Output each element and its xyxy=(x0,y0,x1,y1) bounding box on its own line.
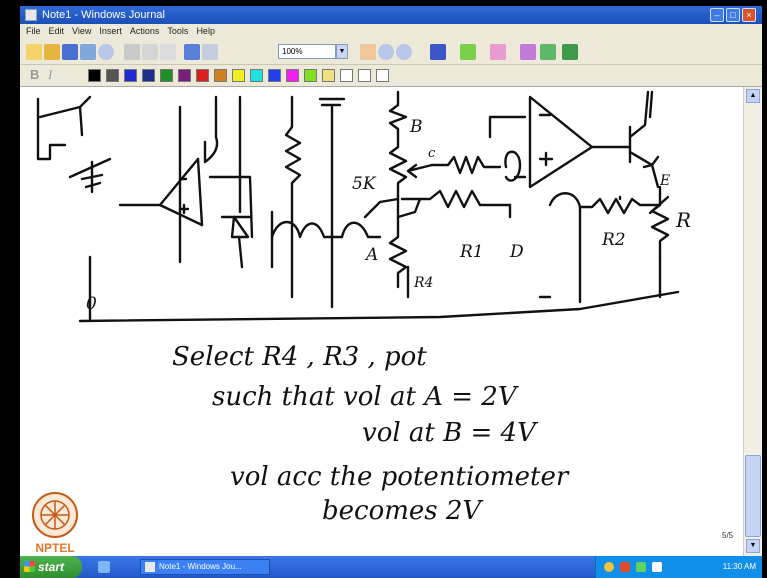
hand-pan-icon[interactable] xyxy=(360,44,376,60)
standard-toolbar: 100% ▼ xyxy=(20,39,762,65)
windows-logo-icon xyxy=(24,561,35,572)
color-swatch[interactable] xyxy=(358,69,371,82)
menu-bar: File Edit View Insert Actions Tools Help xyxy=(20,24,762,39)
color-swatch[interactable] xyxy=(286,69,299,82)
color-swatch[interactable] xyxy=(88,69,101,82)
save-icon[interactable] xyxy=(62,44,78,60)
label-r1: R1 xyxy=(459,242,484,262)
new-note-icon[interactable] xyxy=(26,44,42,60)
color-swatch[interactable] xyxy=(214,69,227,82)
vertical-scrollbar[interactable]: ▲ ▼ xyxy=(743,87,762,556)
redo-icon[interactable] xyxy=(202,44,218,60)
label-ground: 0 xyxy=(86,294,97,314)
zoom-out-icon[interactable] xyxy=(396,44,412,60)
note-line-3: vol at B = 4V xyxy=(362,418,538,448)
tray-icon[interactable] xyxy=(636,562,646,572)
color-swatch[interactable] xyxy=(232,69,245,82)
label-5k: 5K xyxy=(352,174,377,194)
copy-icon[interactable] xyxy=(142,44,158,60)
journal-task-icon xyxy=(145,562,155,572)
minimize-button[interactable]: – xyxy=(710,8,724,22)
maximize-button[interactable]: □ xyxy=(726,8,740,22)
open-folder-icon[interactable] xyxy=(44,44,60,60)
label-r4: R4 xyxy=(413,275,433,291)
menu-help[interactable]: Help xyxy=(196,26,215,36)
chevron-down-icon[interactable]: ▼ xyxy=(336,44,348,59)
label-r: R xyxy=(675,208,691,232)
insert-picture-icon[interactable] xyxy=(540,44,556,60)
menu-tools[interactable]: Tools xyxy=(167,26,189,36)
zoom-in-icon[interactable] xyxy=(378,44,394,60)
window-title-bar: Note1 - Windows Journal – □ × xyxy=(20,6,762,24)
highlighter-icon[interactable] xyxy=(460,44,476,60)
tray-icon[interactable] xyxy=(652,562,662,572)
note-line-2: such that vol at A = 2V xyxy=(212,382,519,412)
note-line-1: Select R4 , R3 , pot xyxy=(172,342,427,372)
start-label: start xyxy=(38,560,65,574)
paste-icon[interactable] xyxy=(160,44,176,60)
label-d: D xyxy=(509,242,524,262)
format-toolbar: B I xyxy=(20,65,762,87)
color-swatch[interactable] xyxy=(340,69,353,82)
pen-icon[interactable] xyxy=(430,44,446,60)
eraser-icon[interactable] xyxy=(490,44,506,60)
label-c: c xyxy=(428,146,436,161)
menu-view[interactable]: View xyxy=(72,26,92,36)
tray-icon[interactable] xyxy=(620,562,630,572)
italic-icon[interactable]: I xyxy=(48,67,53,82)
scroll-thumb[interactable] xyxy=(745,455,761,537)
flag-icon[interactable] xyxy=(562,44,578,60)
system-tray: 11:30 AM xyxy=(595,556,762,578)
color-swatch[interactable] xyxy=(304,69,317,82)
label-r2: R2 xyxy=(601,230,626,250)
label-e: E xyxy=(659,173,670,189)
menu-edit[interactable]: Edit xyxy=(48,26,65,36)
color-swatch[interactable] xyxy=(106,69,119,82)
color-swatch[interactable] xyxy=(160,69,173,82)
clock: 11:30 AM xyxy=(722,562,756,571)
scroll-up-icon[interactable]: ▲ xyxy=(746,89,760,103)
color-swatch[interactable] xyxy=(322,69,335,82)
page-indicator: 5/5 xyxy=(722,531,734,540)
label-b: B xyxy=(409,117,423,137)
window-title: Note1 - Windows Journal xyxy=(42,9,165,21)
cut-icon[interactable] xyxy=(124,44,140,60)
menu-file[interactable]: File xyxy=(26,26,41,36)
color-swatch[interactable] xyxy=(124,69,137,82)
circuit-drawing: B c 5K A R4 R1 D R2 E R 0 Select R4 , R3… xyxy=(36,90,691,526)
label-a: A xyxy=(364,245,378,265)
nptel-logo xyxy=(32,492,78,538)
menu-actions[interactable]: Actions xyxy=(129,26,160,36)
nptel-logo-text: NPTEL xyxy=(35,541,75,555)
undo-icon[interactable] xyxy=(184,44,200,60)
zoom-select[interactable]: 100% xyxy=(278,44,336,59)
start-button[interactable]: start xyxy=(20,556,82,578)
taskbar-item-label: Note1 - Windows Jou... xyxy=(159,562,242,571)
journal-page[interactable]: B c 5K A R4 R1 D R2 E R 0 Select R4 , R3… xyxy=(20,87,743,556)
find-icon[interactable] xyxy=(98,44,114,60)
lasso-select-icon[interactable] xyxy=(520,44,536,60)
color-swatch[interactable] xyxy=(376,69,389,82)
color-swatch[interactable] xyxy=(196,69,209,82)
scroll-down-icon[interactable]: ▼ xyxy=(746,539,760,553)
tray-icon[interactable] xyxy=(604,562,614,572)
taskbar: start Note1 - Windows Jou... 11:30 AM xyxy=(20,556,762,578)
color-swatch[interactable] xyxy=(250,69,263,82)
journal-app-icon xyxy=(25,9,37,21)
note-line-4: vol acc the potentiometer xyxy=(230,462,570,492)
color-swatch[interactable] xyxy=(142,69,155,82)
color-swatch[interactable] xyxy=(268,69,281,82)
close-button[interactable]: × xyxy=(742,8,756,22)
note-line-5: becomes 2V xyxy=(322,496,483,526)
send-icon[interactable] xyxy=(80,44,96,60)
bold-icon[interactable]: B xyxy=(30,67,40,82)
taskbar-item-journal[interactable]: Note1 - Windows Jou... xyxy=(140,559,270,575)
quick-launch-icon[interactable] xyxy=(98,561,110,573)
color-swatch[interactable] xyxy=(178,69,191,82)
menu-insert[interactable]: Insert xyxy=(99,26,122,36)
